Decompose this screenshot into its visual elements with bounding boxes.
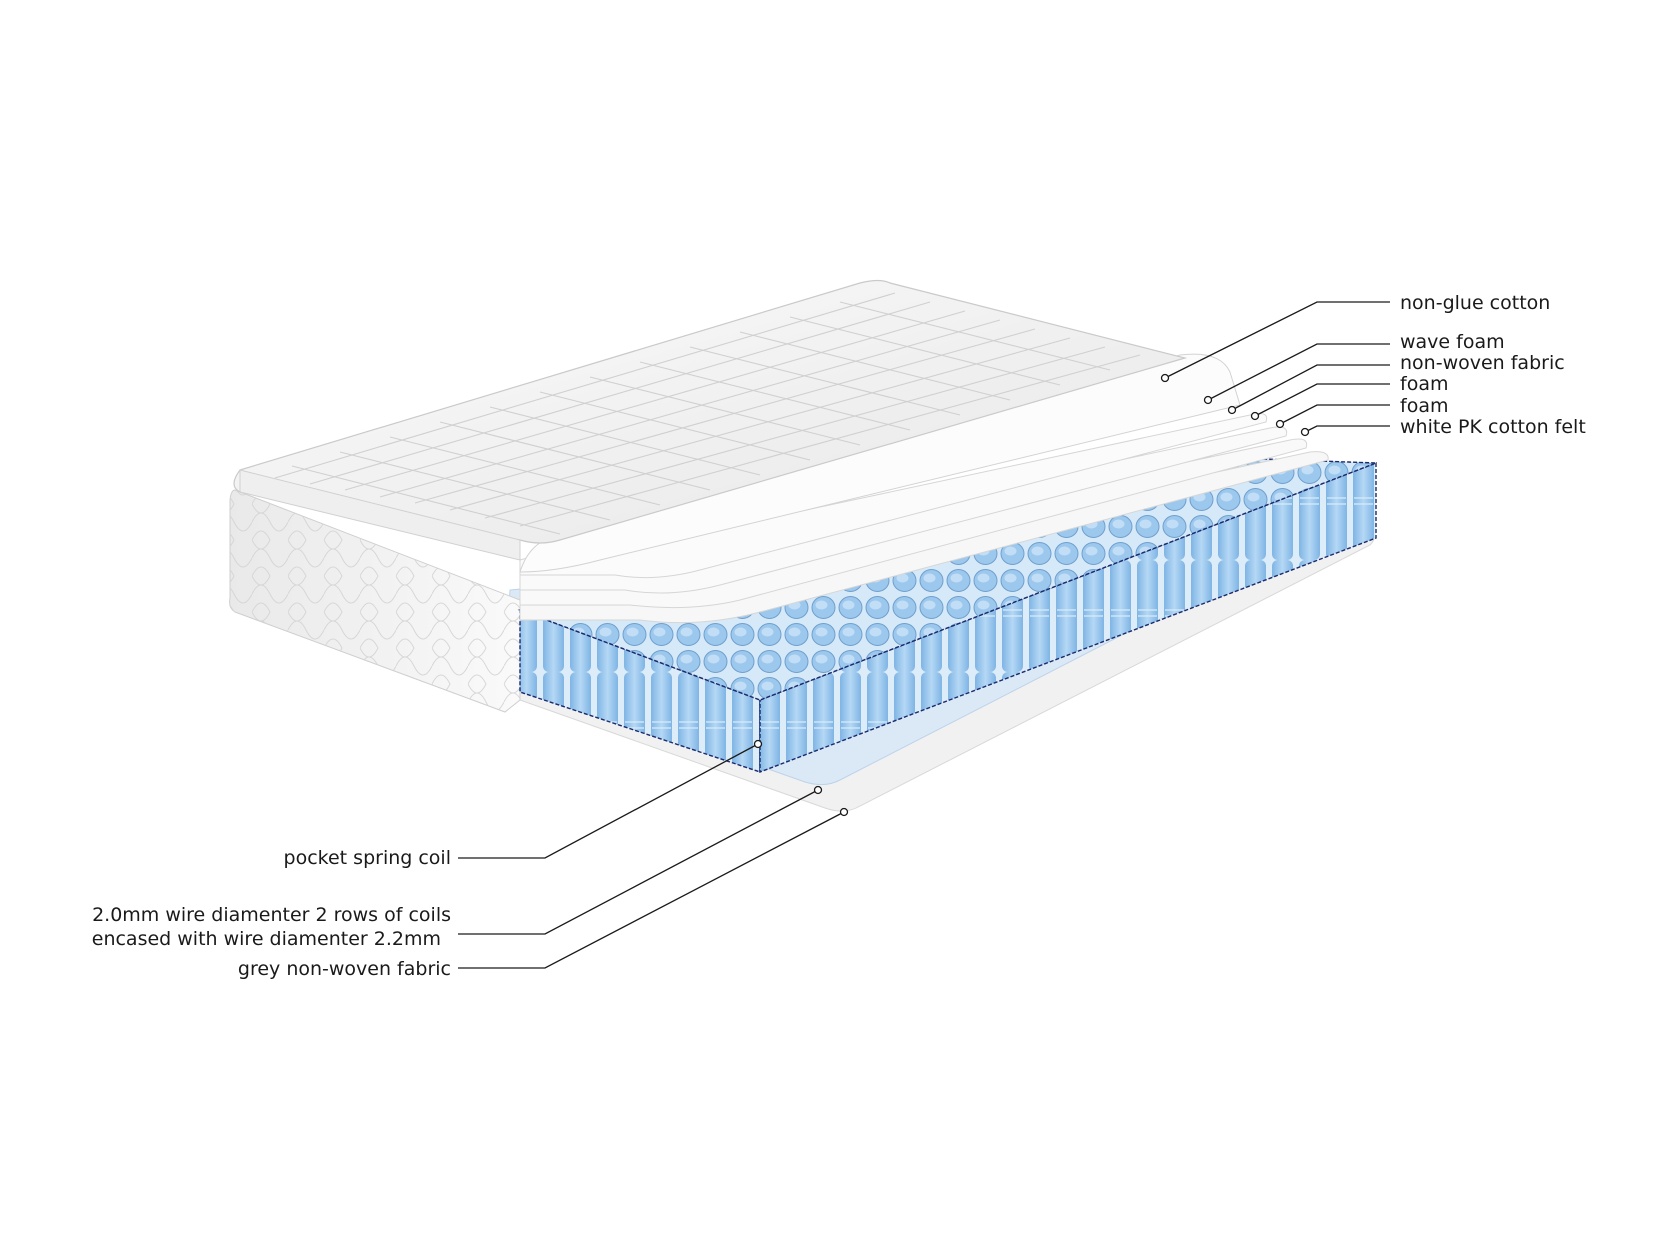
label-wire-line-2: encased with wire diamenter 2.2mm: [92, 928, 441, 950]
mattress-illustration: [230, 281, 1376, 812]
label-non-woven-fabric: non-woven fabric: [1400, 352, 1565, 374]
label-foam-2: foam: [1400, 395, 1448, 417]
label-pocket-spring-coil: pocket spring coil: [284, 847, 451, 869]
label-white-pk-cotton-felt: white PK cotton felt: [1400, 416, 1586, 438]
label-non-glue-cotton: non-glue cotton: [1400, 292, 1550, 314]
label-wire-line-1: 2.0mm wire diamenter 2 rows of coils: [92, 904, 451, 926]
label-wave-foam: wave foam: [1400, 331, 1505, 353]
label-foam-1: foam: [1400, 373, 1448, 395]
label-grey-non-woven-fabric: grey non-woven fabric: [238, 958, 451, 980]
